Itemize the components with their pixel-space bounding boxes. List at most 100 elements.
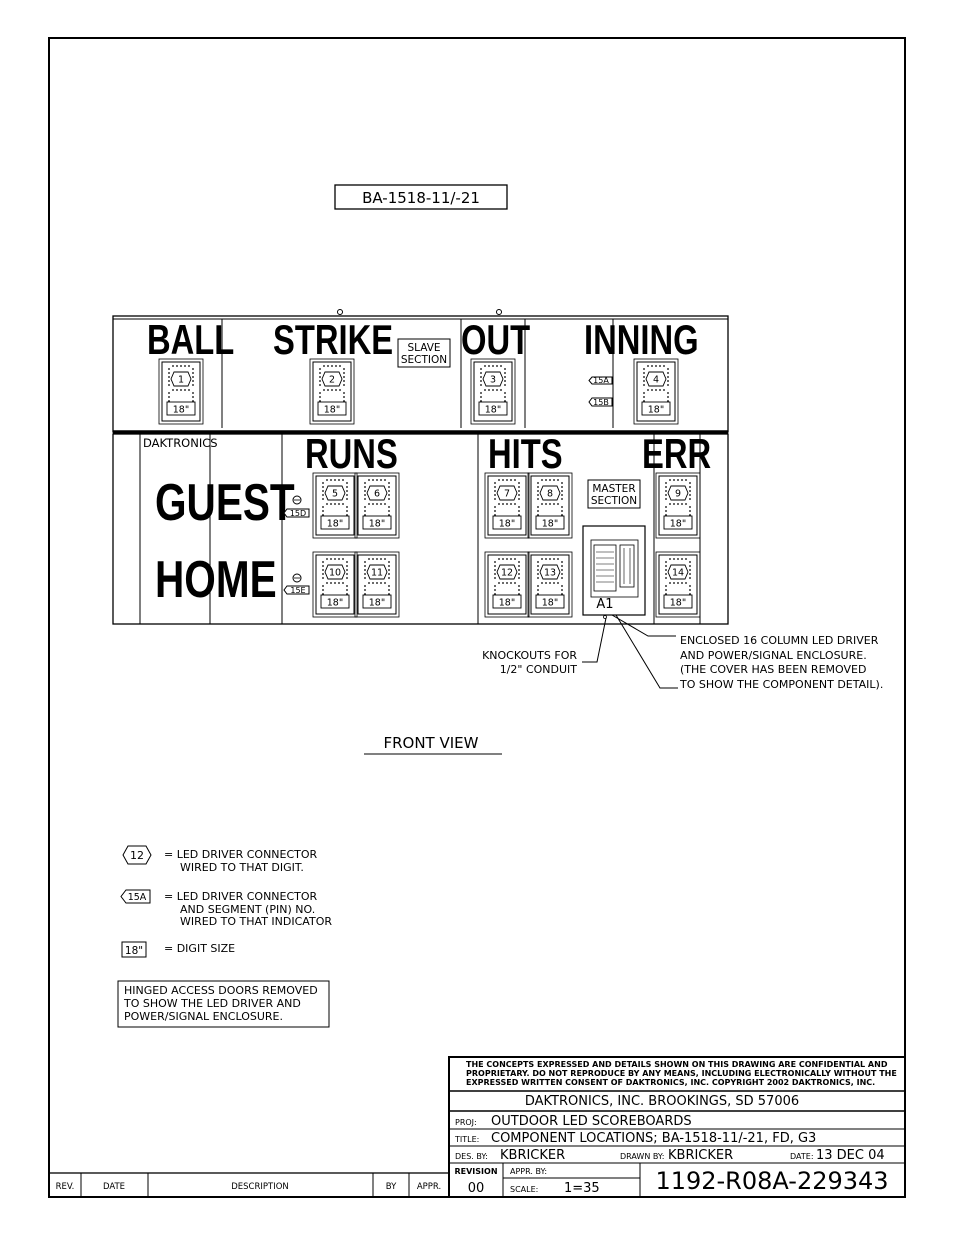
digit-module-5: 518" xyxy=(312,472,358,539)
connector-15a: 15A xyxy=(588,376,613,385)
digit-size-label: 18" xyxy=(369,598,385,609)
confidential-notice-line-2: PROPRIETARY. DO NOT REPRODUCE BY ANY MEA… xyxy=(466,1069,897,1078)
svg-text:= DIGIT SIZE: = DIGIT SIZE xyxy=(164,942,235,955)
caption-runs: RUNS xyxy=(305,430,398,477)
digit-number: 3 xyxy=(490,375,496,386)
digit-size-label: 18" xyxy=(542,519,558,530)
digit-number: 7 xyxy=(504,489,510,500)
caption-guest: GUEST xyxy=(155,473,295,531)
svg-text:WIRED TO THAT INDICATOR: WIRED TO THAT INDICATOR xyxy=(180,915,332,928)
caption-err: ERR xyxy=(642,430,711,477)
svg-text:REVISION: REVISION xyxy=(454,1167,497,1176)
svg-text:DRAWN BY:: DRAWN BY: xyxy=(620,1152,664,1161)
svg-text:A1: A1 xyxy=(596,597,613,612)
revision-number: 00 xyxy=(468,1181,485,1196)
legend-pin-symbol xyxy=(120,889,151,904)
digit-module-8: 818" xyxy=(527,472,573,539)
revision-table: REV. DATE DESCRIPTION BY APPR. xyxy=(48,1172,450,1198)
digit-module-4: 418" xyxy=(633,358,679,425)
caption-ball: BALL xyxy=(147,316,234,363)
digit-number: 12 xyxy=(501,568,513,579)
digit-module-2: 2 18" xyxy=(309,358,355,425)
caption-home: HOME xyxy=(155,550,277,608)
knockouts-note: KNOCKOUTS FOR 1/2" CONDUIT xyxy=(482,649,577,676)
brand-label: DAKTRONICS xyxy=(143,436,218,450)
svg-text:15E: 15E xyxy=(290,586,305,595)
digit-number: 14 xyxy=(672,568,684,579)
digit-number: 10 xyxy=(329,568,341,579)
confidential-notice-line-1: THE CONCEPTS EXPRESSED AND DETAILS SHOWN… xyxy=(466,1060,888,1069)
caption-strike: STRIKE xyxy=(273,316,393,363)
by-header: BY xyxy=(386,1182,397,1192)
svg-text:15D: 15D xyxy=(290,509,306,518)
sheet-border xyxy=(48,37,906,1198)
project-name: OUTDOOR LED SCOREBOARDS xyxy=(491,1114,692,1129)
svg-text:FRONT VIEW: FRONT VIEW xyxy=(383,734,478,752)
digit-module-1: 1 18" xyxy=(158,358,204,425)
svg-text:(THE COVER HAS BEEN REMOVED: (THE COVER HAS BEEN REMOVED xyxy=(680,663,866,676)
digit-size-label: 18" xyxy=(670,519,686,530)
svg-text:ENCLOSED 16 COLUMN LED DRIVER: ENCLOSED 16 COLUMN LED DRIVER xyxy=(680,634,879,647)
drawing-title: COMPONENT LOCATIONS; BA-1518-11/-21, FD,… xyxy=(491,1131,816,1146)
master-section-label: MASTER SECTION xyxy=(587,479,641,509)
digit-size-label: 18" xyxy=(670,598,686,609)
svg-text:WIRED TO THAT DIGIT.: WIRED TO THAT DIGIT. xyxy=(180,861,304,874)
appr-header: APPR. xyxy=(417,1182,441,1192)
slave-section-label: SLAVE SECTION xyxy=(397,338,451,368)
svg-text:PROJ:: PROJ: xyxy=(455,1118,477,1127)
connector-15b: 15B xyxy=(588,397,613,407)
digit-module-11: 11 18" xyxy=(354,551,400,618)
svg-text:TO SHOW THE COMPONENT DETAIL).: TO SHOW THE COMPONENT DETAIL). xyxy=(679,678,883,691)
svg-text:KNOCKOUTS FOR: KNOCKOUTS FOR xyxy=(482,649,577,662)
svg-text:12: 12 xyxy=(130,849,144,862)
date-header: DATE xyxy=(103,1182,125,1192)
digit-module-9: 9 18" xyxy=(655,472,701,539)
svg-text:15A: 15A xyxy=(593,376,609,385)
digit-number: 6 xyxy=(374,489,380,500)
legend: 12 = LED DRIVER CONNECTOR WIRED TO THAT … xyxy=(117,845,332,1028)
digit-size-label: 18" xyxy=(327,519,343,530)
digit-module-13: 13 18" xyxy=(527,551,573,618)
drawing-date: 13 DEC 04 xyxy=(816,1148,885,1163)
caption-inning: INNING xyxy=(584,316,699,363)
svg-text:SECTION: SECTION xyxy=(591,495,637,507)
connector-15d: 15D xyxy=(283,495,310,518)
led-driver-enclosure: A1 xyxy=(582,525,646,619)
digit-module-6: 618" xyxy=(354,472,400,539)
digit-module-3: 3 18" xyxy=(470,358,516,425)
svg-text:APPR. BY:: APPR. BY: xyxy=(510,1167,547,1176)
svg-text:AND SEGMENT (PIN) NO.: AND SEGMENT (PIN) NO. xyxy=(180,903,315,916)
designed-by: KBRICKER xyxy=(500,1148,565,1163)
svg-text:POWER/SIGNAL ENCLOSURE.: POWER/SIGNAL ENCLOSURE. xyxy=(124,1010,283,1023)
view-title: FRONT VIEW xyxy=(364,734,502,755)
digit-size-label: 18" xyxy=(173,405,189,416)
company-name: DAKTRONICS, INC. BROOKINGS, SD 57006 xyxy=(525,1094,799,1109)
svg-text:TO SHOW THE LED DRIVER AND: TO SHOW THE LED DRIVER AND xyxy=(123,997,301,1010)
svg-text:SLAVE: SLAVE xyxy=(407,342,440,354)
enclosure-note: ENCLOSED 16 COLUMN LED DRIVER AND POWER/… xyxy=(679,634,883,691)
digit-number: 2 xyxy=(329,375,335,386)
digit-module-14: 14 18" xyxy=(655,551,701,618)
svg-text:15B: 15B xyxy=(593,398,609,407)
svg-text:DATE:: DATE: xyxy=(790,1152,814,1161)
digit-number: 9 xyxy=(675,489,681,500)
svg-text:BA-1518-11/-21: BA-1518-11/-21 xyxy=(362,189,480,207)
digit-size-label: 18" xyxy=(485,405,501,416)
drawn-by: KBRICKER xyxy=(668,1148,733,1163)
svg-text:SCALE:: SCALE: xyxy=(510,1185,538,1194)
svg-text:= LED DRIVER CONNECTOR: = LED DRIVER CONNECTOR xyxy=(164,890,318,903)
digit-number: 13 xyxy=(544,568,556,579)
svg-text:1/2" CONDUIT: 1/2" CONDUIT xyxy=(500,663,578,676)
digit-number: 11 xyxy=(371,568,383,579)
connector-15e: 15E xyxy=(283,573,310,595)
digit-size-label: 18" xyxy=(499,519,515,530)
svg-text:TITLE:: TITLE: xyxy=(454,1135,479,1144)
drawing-number: 1192-R08A-229343 xyxy=(655,1167,888,1195)
digit-number: 1 xyxy=(178,375,184,386)
digit-size-label: 18" xyxy=(542,598,558,609)
digit-size-label: 18" xyxy=(324,405,340,416)
digit-module-7: 7 18" xyxy=(484,472,530,539)
caption-out: OUT xyxy=(461,316,530,363)
